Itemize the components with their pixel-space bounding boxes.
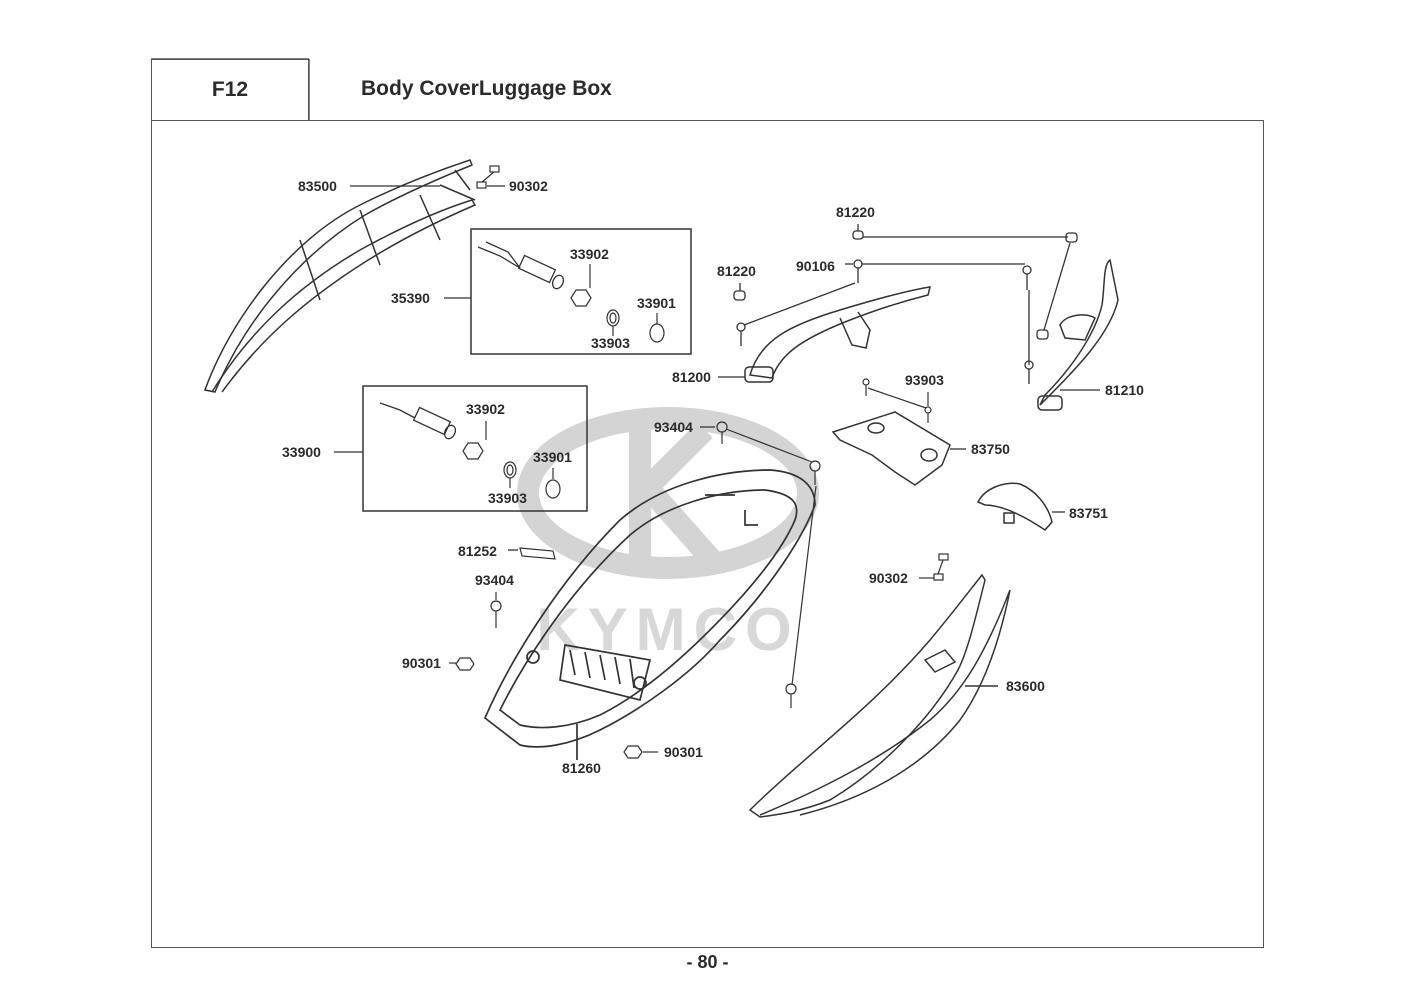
part-33902-nut-a [570, 264, 592, 307]
callout-33901-kit1: 33901 [637, 295, 676, 311]
callout-83500: 83500 [298, 178, 337, 194]
callout-83750: 83750 [971, 441, 1010, 457]
page-number: - 80 - [686, 952, 729, 972]
callout-93404-upper: 93404 [654, 419, 693, 435]
callout-93903: 93903 [905, 372, 944, 388]
callout-93404-lower: 93404 [475, 572, 514, 588]
kymco-watermark-text: KYMCO [536, 596, 799, 663]
diagram-frame [151, 120, 1264, 948]
callout-83600: 83600 [1006, 678, 1045, 694]
part-93903-screws [862, 378, 932, 423]
leader-lines [334, 185, 1100, 551]
part-33900-socket-assembly [379, 402, 457, 440]
part-83600-side-cover-right [748, 573, 1011, 818]
kymco-watermark-logo [517, 407, 819, 579]
callout-81220-top: 81220 [836, 204, 875, 220]
part-93404-bolts [490, 421, 821, 708]
part-33903-washer-a [606, 309, 620, 336]
callout-81260: 81260 [562, 760, 601, 776]
part-83500-side-cover-left [204, 159, 477, 393]
part-33901-cap-b [545, 468, 561, 499]
callout-83751: 83751 [1069, 505, 1108, 521]
part-35390-socket-assembly [477, 241, 565, 290]
callout-90301-right: 90301 [664, 744, 703, 760]
callout-81200: 81200 [672, 369, 711, 385]
kit-box-33900 [362, 385, 588, 512]
part-83750-center-cover [831, 411, 951, 486]
kit-box-35390 [470, 228, 692, 355]
part-81260-luggage-box [483, 469, 816, 760]
part-90301-nuts [449, 657, 658, 759]
part-33901-cap-a [649, 313, 665, 343]
part-90302-clip-bottom [919, 553, 949, 581]
part-81220-rubber-a [852, 224, 1078, 340]
part-81210-grab-rail-right [1037, 258, 1119, 411]
part-33903-washer-b [503, 461, 517, 488]
callout-90302-top: 90302 [509, 178, 548, 194]
part-81200-grab-rail-left [744, 286, 932, 383]
callout-33901-kit2: 33901 [533, 449, 572, 465]
part-81220-rubber-b [733, 283, 746, 301]
callout-33902-kit1: 33902 [570, 246, 609, 262]
section-code-text: F12 [211, 78, 249, 101]
part-90302-clip-top [476, 165, 500, 189]
callout-90106: 90106 [796, 258, 835, 274]
section-title-text: Body CoverLuggage Box [361, 77, 612, 100]
callout-90301-left: 90301 [402, 655, 441, 671]
callout-35390: 35390 [391, 290, 430, 306]
callout-33900: 33900 [282, 444, 321, 460]
part-33902-nut-b [462, 421, 487, 460]
part-81252-caution-label [519, 547, 556, 560]
part-83751-small-cover [976, 482, 1053, 531]
callout-81210: 81210 [1105, 382, 1144, 398]
callout-81252: 81252 [458, 543, 497, 559]
part-90106-bolts [736, 259, 1034, 384]
callout-33902-kit2: 33902 [466, 401, 505, 417]
callout-90302-bottom: 90302 [869, 570, 908, 586]
callout-33903-kit1: 33903 [591, 335, 630, 351]
callout-33903-kit2: 33903 [488, 490, 527, 506]
callout-81220-left: 81220 [717, 263, 756, 279]
